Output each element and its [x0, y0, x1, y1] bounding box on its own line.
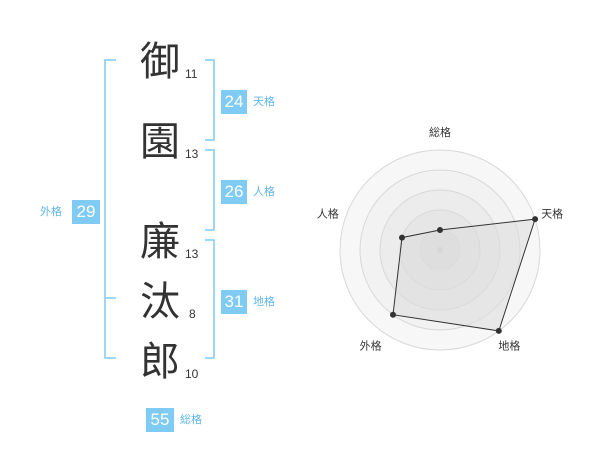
jinkaku-label: 人格	[253, 185, 275, 198]
radar-axis-label-2: 地格	[498, 339, 520, 353]
chikaku-value: 31	[221, 290, 247, 314]
radar-point-1	[532, 216, 539, 223]
name-char-5: 郎	[140, 339, 180, 385]
stroke-count-4: 8	[189, 307, 196, 321]
radar-axis-label-4: 人格	[317, 207, 339, 221]
soukaku-value: 55	[146, 408, 174, 432]
stroke-count-1: 11	[185, 67, 198, 81]
tenkaku-value: 24	[221, 90, 247, 114]
gaikaku-label: 外格	[40, 205, 62, 218]
name-char-4: 汰	[140, 279, 180, 325]
name-char-3: 廉	[140, 219, 180, 265]
radar-point-3	[390, 311, 396, 318]
gaikaku-value: 29	[72, 200, 100, 224]
radar-point-2	[495, 327, 502, 334]
name-char-2: 園	[140, 119, 180, 165]
radar-axis-label-3: 外格	[360, 339, 382, 353]
stroke-count-5: 10	[185, 367, 199, 381]
gaikaku-bracket	[104, 59, 116, 359]
radar-point-0	[437, 227, 443, 233]
stroke-count-3: 13	[185, 247, 199, 261]
stroke-count-2: 13	[185, 147, 199, 161]
tenkaku-label: 天格	[253, 95, 275, 108]
jinkaku-bracket	[205, 149, 215, 231]
chikaku-bracket	[205, 239, 215, 359]
name-char-1: 御	[140, 39, 180, 85]
chikaku-label: 地格	[253, 295, 275, 308]
radar-axis-label-1: 天格	[541, 207, 563, 221]
jinkaku-value: 26	[221, 180, 247, 204]
radar-series-polygon	[392, 218, 536, 332]
soukaku-label: 総格	[180, 413, 202, 426]
radar-axis-label-0: 総格	[429, 125, 451, 139]
radar-point-4	[399, 234, 405, 241]
tenkaku-bracket	[205, 59, 215, 141]
